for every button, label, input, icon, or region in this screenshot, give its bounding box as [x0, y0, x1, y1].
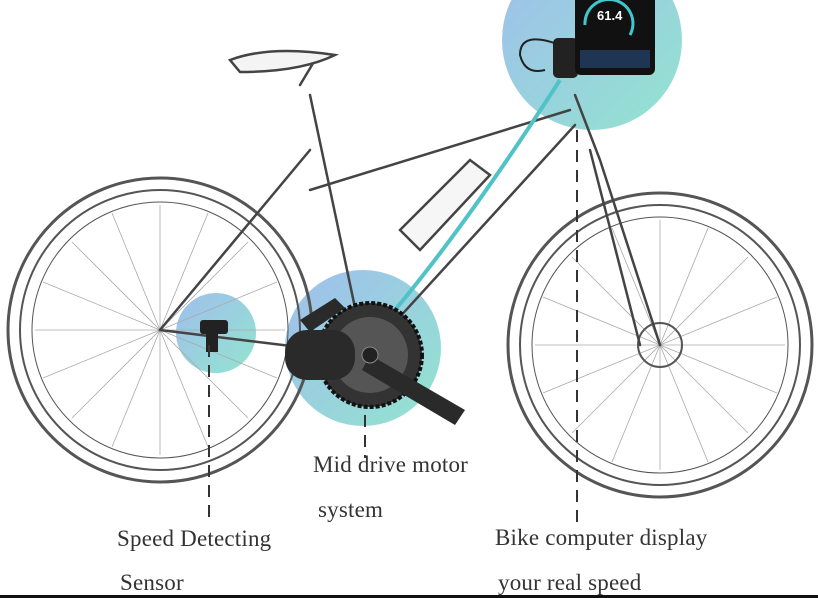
sensor-label-line2: Sensor: [120, 570, 184, 595]
display-label-line2: your real speed: [498, 570, 642, 595]
sensor-label-line1: Speed Detecting: [117, 526, 272, 551]
motor-label-line2: system: [318, 497, 384, 522]
bottom-divider: [0, 595, 818, 598]
bike-computer-display: 61.4: [518, 0, 655, 78]
mid-drive-motor: [285, 298, 465, 425]
display-label-line1: Bike computer display: [495, 525, 708, 550]
display-speed: 61.4: [597, 8, 623, 23]
callout-lines: [208, 130, 578, 522]
motor-label-line1: Mid drive motor: [313, 452, 469, 477]
frame-cable: [393, 78, 562, 312]
